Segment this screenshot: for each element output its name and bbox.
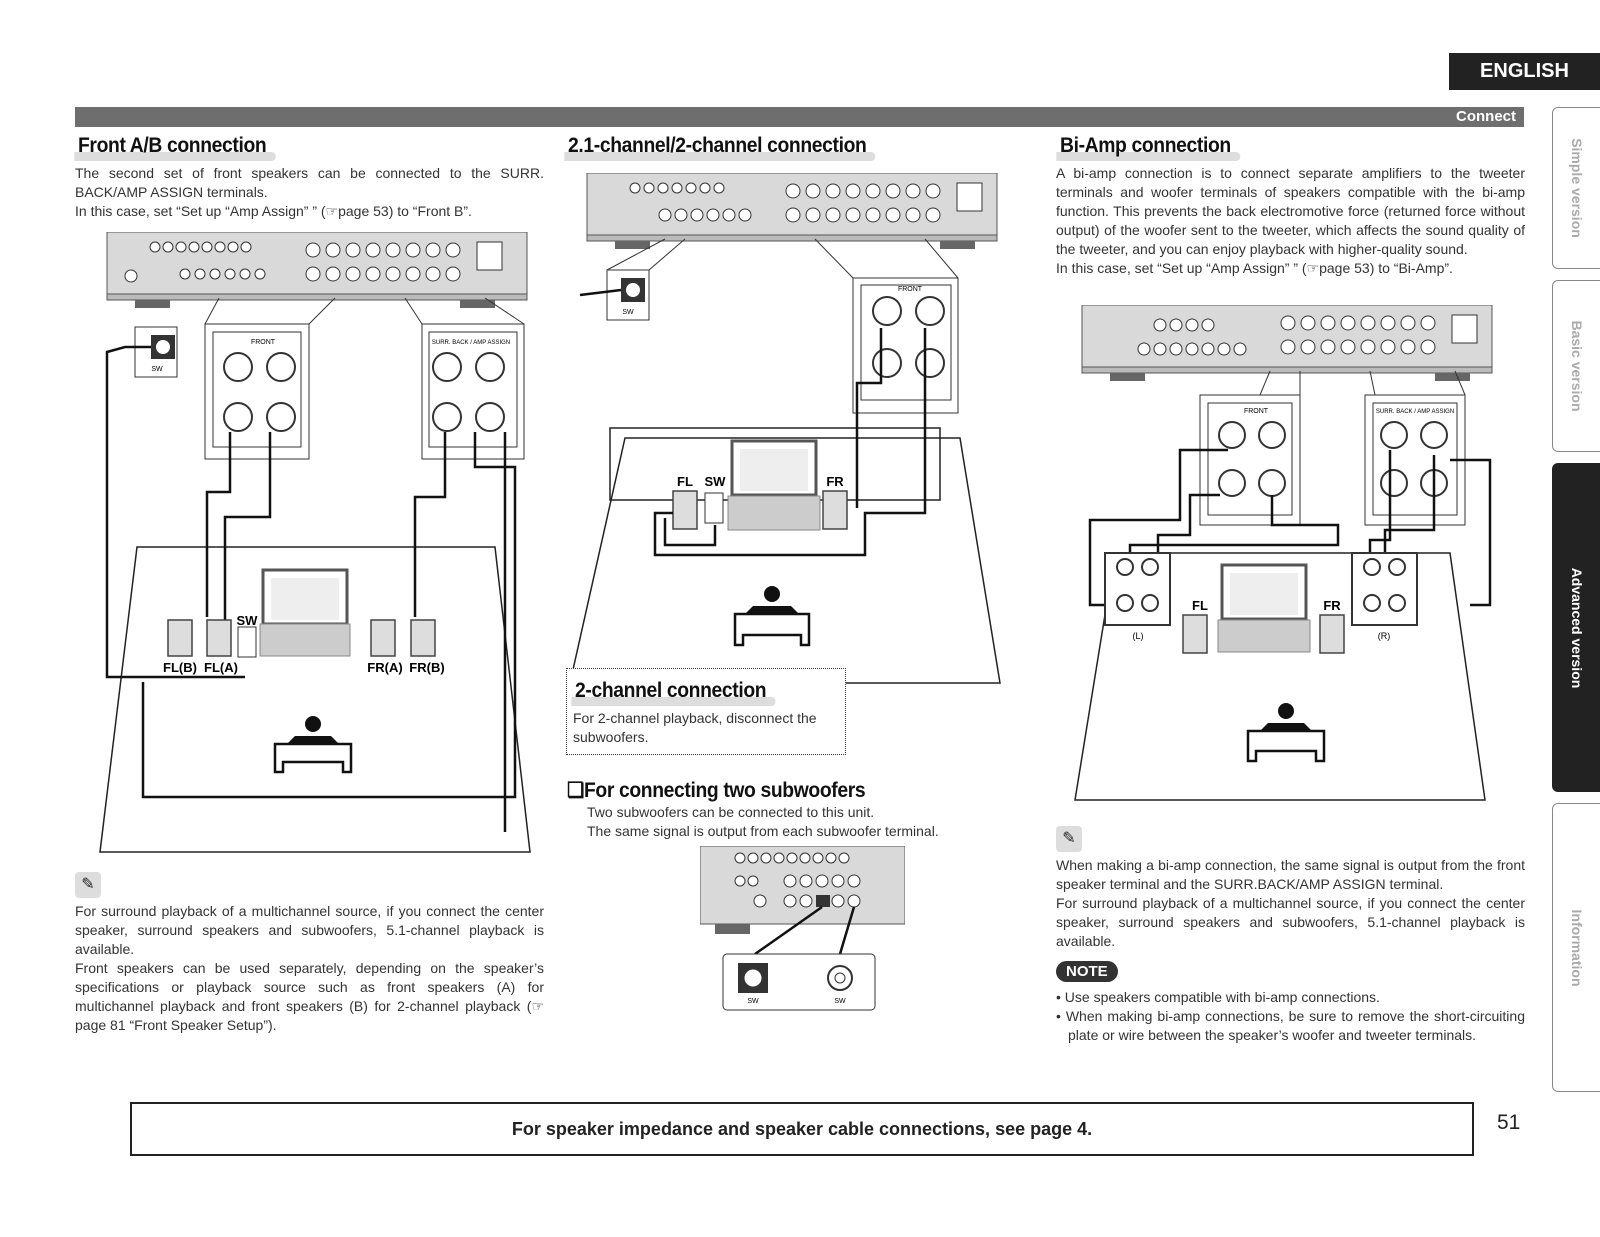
- bi-amp-diagram: FRONT SURR. BACK / AMP ASSIGN (L) (R) FL…: [1070, 305, 1505, 805]
- tab-label: Advanced version: [1569, 567, 1585, 688]
- section-label: Connect: [1456, 108, 1516, 125]
- note-text: For surround playback of a multichannel …: [1056, 895, 1525, 949]
- intro-text: The second set of front speakers can be …: [75, 165, 544, 200]
- heading-text: Front A/B connection: [78, 134, 267, 157]
- bi-amp-notes: When making a bi-amp connection, the sam…: [1056, 856, 1525, 951]
- two-one-title: 2.1-channel/2-channel connection: [564, 134, 876, 161]
- page-number: 51: [1497, 1111, 1521, 1134]
- sub-text: Two subwoofers can be connected to this …: [587, 804, 875, 820]
- front-ab-intro: The second set of front speakers can be …: [75, 164, 544, 221]
- front-ab-title: Front A/B connection: [74, 134, 276, 161]
- sw-speaker-label: SW: [705, 474, 727, 489]
- fr-a-label: FR(A): [367, 660, 402, 675]
- tab-label: Simple version: [1569, 138, 1585, 238]
- front-terminal-label: FRONT: [1244, 408, 1269, 415]
- fr-label: FR: [826, 474, 844, 489]
- intro-setting: In this case, set “Set up “Amp Assign” ”…: [75, 203, 472, 219]
- front-terminal-label: FRONT: [898, 286, 923, 293]
- two-channel-box: 2-channel connection For 2-channel playb…: [566, 668, 846, 755]
- tab-information[interactable]: Information: [1552, 803, 1600, 1092]
- language-tab: ENGLISH: [1449, 53, 1600, 90]
- surr-back-terminal-label: SURR. BACK / AMP ASSIGN: [432, 340, 510, 346]
- tab-basic-version[interactable]: Basic version: [1552, 280, 1600, 452]
- two-channel-title: 2-channel connection: [571, 679, 776, 706]
- fr-label: FR: [1323, 598, 1341, 613]
- sw-terminal-label: SW: [151, 366, 163, 373]
- sw-speaker-label: SW: [237, 613, 259, 628]
- note-text: Front speakers can be used separately, d…: [75, 960, 544, 1033]
- tab-label: Basic version: [1569, 320, 1585, 412]
- bi-amp-intro: A bi-amp connection is to connect separa…: [1056, 164, 1525, 278]
- sw-terminal-1-label: SW: [747, 998, 759, 1005]
- footer-note: For speaker impedance and speaker cable …: [130, 1102, 1474, 1156]
- heading-text: 2.1-channel/2-channel connection: [568, 134, 867, 157]
- pencil-note-icon: ✎: [1056, 826, 1082, 852]
- two-subwoofers-text: Two subwoofers can be connected to this …: [587, 803, 1007, 841]
- fl-b-label: FL(B): [163, 660, 197, 675]
- front-terminal-label: FRONT: [251, 339, 276, 346]
- fr-b-label: FR(B): [409, 660, 444, 675]
- heading-text: Bi-Amp connection: [1060, 134, 1231, 157]
- fl-label: FL: [1192, 598, 1208, 613]
- section-bar: Connect: [75, 107, 1524, 127]
- note-badge: NOTE: [1056, 961, 1118, 982]
- bullet-item: • Use speakers compatible with bi-amp co…: [1056, 989, 1380, 1005]
- bullet-item: • When making bi-amp connections, be sur…: [1056, 1008, 1525, 1043]
- fl-a-label: FL(A): [204, 660, 238, 675]
- tab-label: Information: [1569, 909, 1585, 986]
- front-ab-diagram: SW FRONT SURR. BACK / AMP ASSIGN SW FL(B…: [95, 232, 545, 857]
- intro-setting: In this case, set “Set up “Amp Assign” ”…: [1056, 260, 1453, 276]
- fl-label: FL: [677, 474, 693, 489]
- right-label: (R): [1378, 631, 1391, 641]
- heading-text: 2-channel connection: [575, 679, 767, 702]
- two-one-diagram: SW FRONT FL SW FR: [565, 173, 1005, 688]
- bi-amp-title: Bi-Amp connection: [1056, 134, 1241, 161]
- two-subwoofers-title: ❏For connecting two subwoofers: [567, 779, 866, 802]
- pencil-note-icon: ✎: [75, 872, 101, 898]
- sub-text: The same signal is output from each subw…: [587, 823, 939, 839]
- note-text: When making a bi-amp connection, the sam…: [1056, 857, 1525, 892]
- intro-text: A bi-amp connection is to connect separa…: [1056, 165, 1525, 257]
- two-subwoofer-diagram: SW SW: [700, 846, 905, 1011]
- sw-terminal-label: SW: [622, 309, 634, 316]
- note-text: For surround playback of a multichannel …: [75, 903, 544, 957]
- tab-advanced-version[interactable]: Advanced version: [1552, 463, 1600, 792]
- tab-simple-version[interactable]: Simple version: [1552, 107, 1600, 269]
- surr-back-terminal-label: SURR. BACK / AMP ASSIGN: [1376, 409, 1454, 415]
- left-label: (L): [1133, 631, 1144, 641]
- two-channel-text: For 2-channel playback, disconnect the s…: [573, 710, 817, 745]
- sw-terminal-2-label: SW: [834, 998, 846, 1005]
- front-ab-notes: For surround playback of a multichannel …: [75, 902, 544, 1035]
- bi-amp-bullets: • Use speakers compatible with bi-amp co…: [1056, 988, 1525, 1045]
